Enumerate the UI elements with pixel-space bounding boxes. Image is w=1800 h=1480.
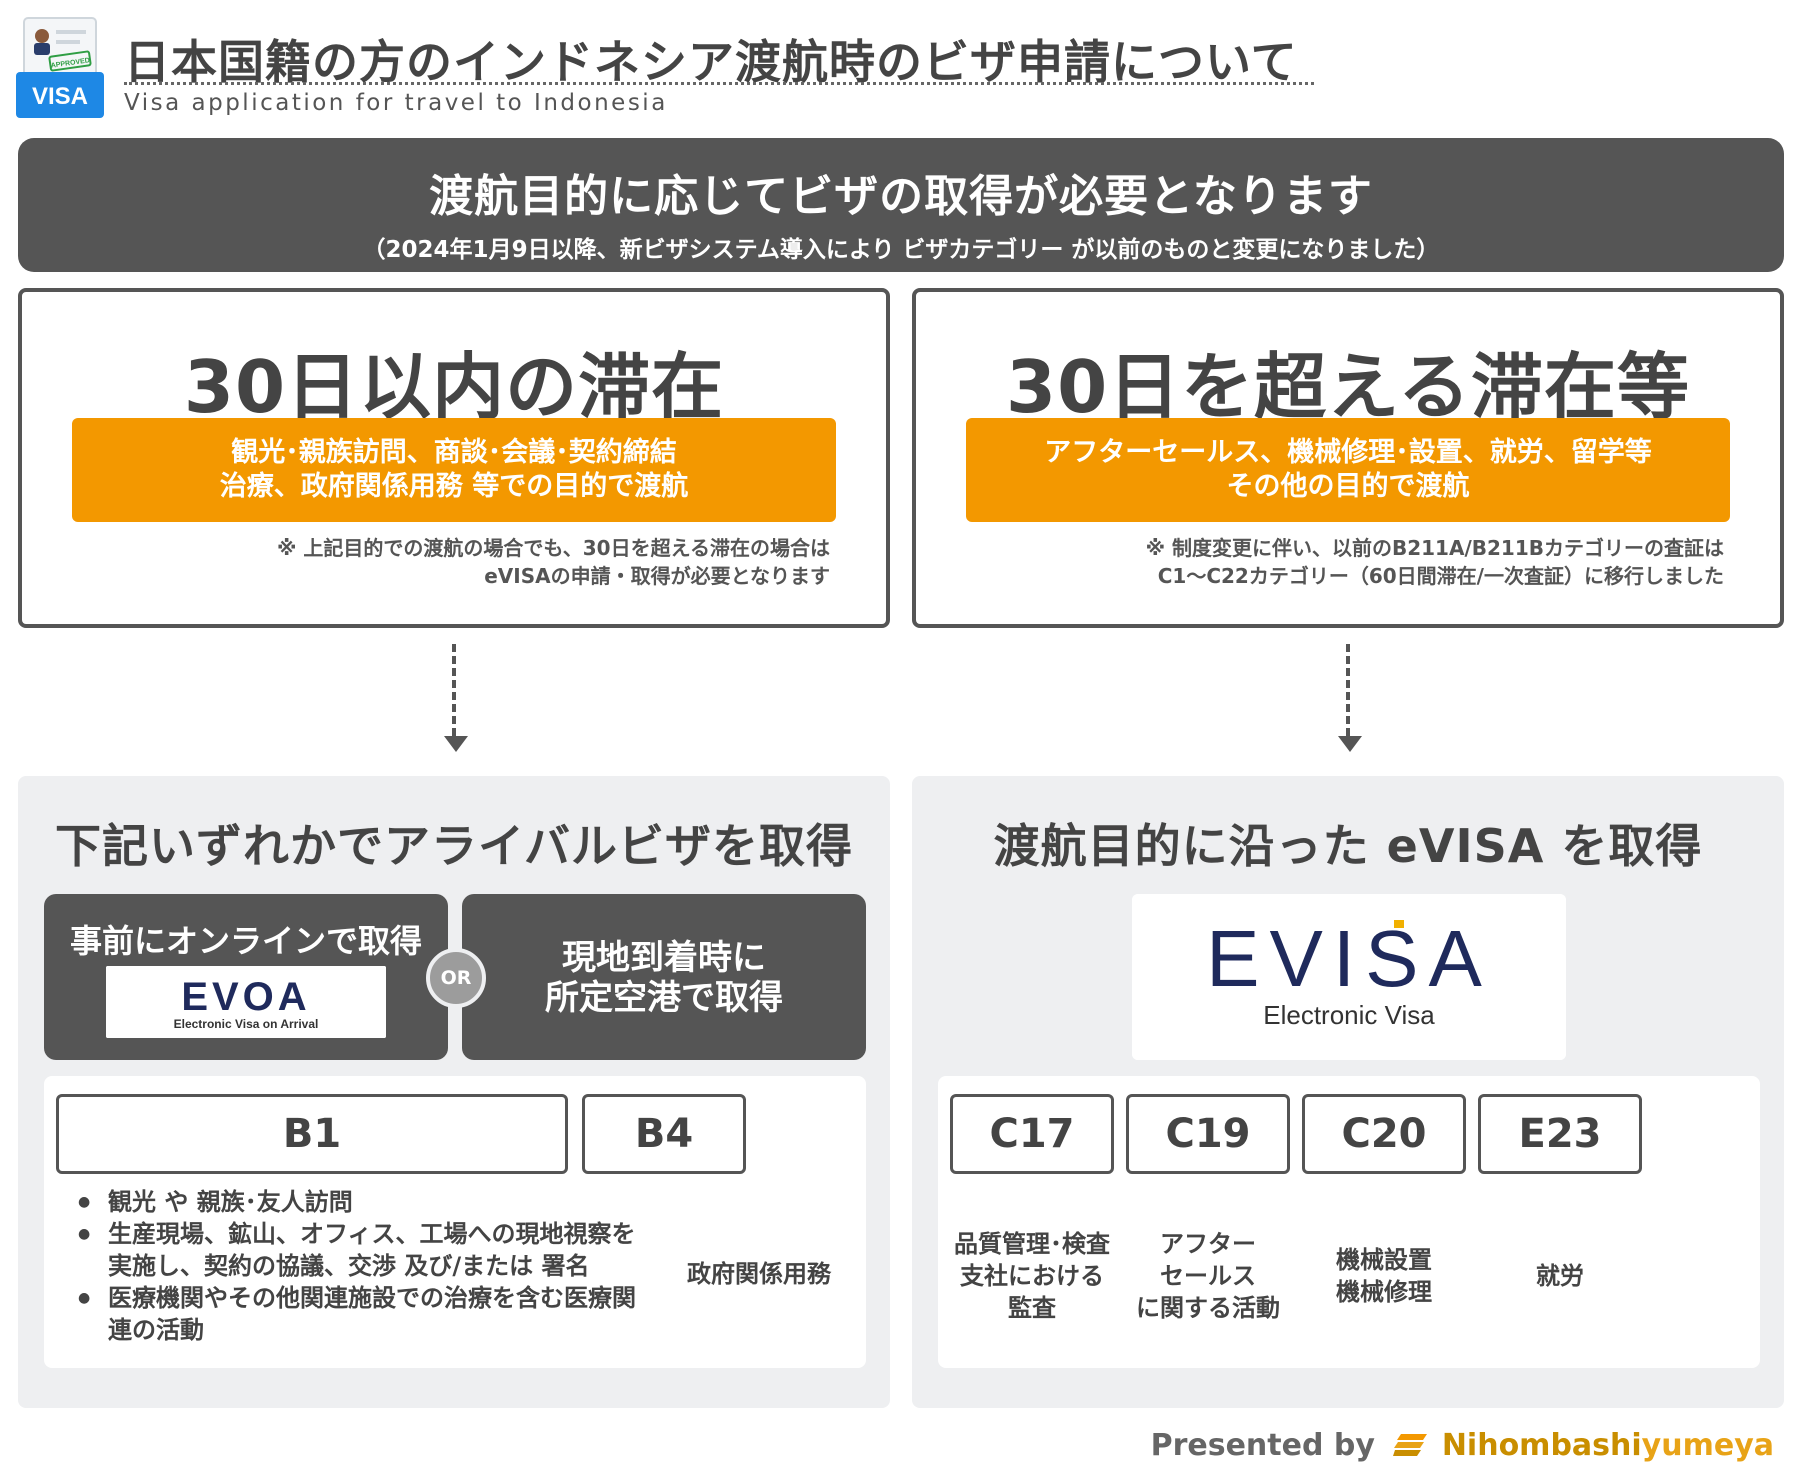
banner-subtext: （2024年1月9日以降、新ビザシステム導入により ビザカテゴリー が以前のもの… xyxy=(362,237,1440,263)
airport-option-line1: 現地到着時に xyxy=(562,938,766,978)
online-option-title: 事前にオンラインで取得 xyxy=(69,922,422,960)
evoa-logo: EVOA Electronic Visa on Arrival xyxy=(106,966,386,1038)
short-stay-purpose-line1: 観光･親族訪問、商談･会議･契約締結 xyxy=(231,437,677,468)
short-stay-box: 30日以内の滞在 観光･親族訪問、商談･会議･契約締結 治療、政府関係用務 等で… xyxy=(18,288,890,628)
brand-name-part2: yumeya xyxy=(1641,1428,1774,1463)
short-stay-note-line1: ※ 上記目的での渡航の場合でも、30日を超える滞在の場合は xyxy=(276,536,830,560)
down-arrow-icon xyxy=(1338,644,1362,760)
evisa-categories: C17 C19 C20 E23 品質管理･検査 支社における 監査 アフター セ… xyxy=(938,1076,1760,1368)
b1-purpose-list: 観光 や 親族･友人訪問 生産現場、鉱山、オフィス、工場への現地視察を実施し、契… xyxy=(74,1186,654,1346)
c19-purpose: アフター セールス に関する活動 xyxy=(1136,1230,1280,1322)
long-stay-purpose-line2: その他の目的で渡航 xyxy=(1226,471,1470,502)
list-item: 生産現場、鉱山、オフィス、工場への現地視察を実施し、契約の協議、交渉 及び/また… xyxy=(74,1218,654,1282)
page-header: APPROVED VISA 日本国籍の方のインドネシア渡航時のビザ申請について … xyxy=(16,12,1314,122)
down-arrow-icon xyxy=(444,644,468,760)
visa-document-icon: APPROVED VISA xyxy=(16,17,104,118)
long-stay-note: ※ 制度変更に伴い、以前のB211A/B211Bカテゴリーの査証は C1〜C22… xyxy=(1146,534,1724,590)
brand-name-part1: Nihombashi xyxy=(1441,1428,1642,1463)
evoa-logo-caption: Electronic Visa on Arrival xyxy=(174,1017,319,1031)
page-title: 日本国籍の方のインドネシア渡航時のビザ申請について xyxy=(124,35,1298,89)
category-c20: C20 xyxy=(1302,1094,1466,1174)
long-stay-note-line2: C1〜C22カテゴリー（60日間滞在/一次査証）に移行しました xyxy=(1157,564,1724,588)
visa-badge-text: VISA xyxy=(32,83,88,110)
c17-purpose: 品質管理･検査 支社における 監査 xyxy=(954,1230,1110,1322)
arrival-visa-categories: B1 B4 観光 や 親族･友人訪問 生産現場、鉱山、オフィス、工場への現地視察… xyxy=(44,1076,866,1368)
c20-purpose: 機械設置 機械修理 xyxy=(1336,1246,1432,1306)
title-divider xyxy=(124,82,1314,85)
long-stay-title: 30日を超える滞在等 xyxy=(1005,345,1691,429)
evisa-logo-text: EVISA xyxy=(1206,914,1492,1003)
or-badge: OR xyxy=(426,948,486,1008)
long-stay-purpose-line1: アフターセールス、機械修理･設置、就労、留学等 xyxy=(1044,437,1652,468)
evoa-logo-text: EVOA xyxy=(181,975,310,1019)
airport-arrival-option: 現地到着時に 所定空港で取得 xyxy=(462,894,866,1060)
category-b1: B1 xyxy=(56,1094,568,1174)
long-stay-box: 30日を超える滞在等 アフターセールス、機械修理･設置、就労、留学等 その他の目… xyxy=(912,288,1784,628)
category-c19: C19 xyxy=(1126,1094,1290,1174)
presented-by-label: Presented by xyxy=(1150,1428,1375,1463)
page-subtitle: Visa application for travel to Indonesia xyxy=(124,90,668,116)
short-stay-note-line2: eVISAの申請・取得が必要となります xyxy=(484,564,830,588)
long-stay-note-line1: ※ 制度変更に伴い、以前のB211A/B211Bカテゴリーの査証は xyxy=(1145,536,1724,560)
evisa-logo-caption: Electronic Visa xyxy=(1263,1000,1435,1030)
arrival-visa-title: 下記いずれかでアライバルビザを取得 xyxy=(54,819,854,873)
list-item: 医療機関やその他関連施設での治療を含む医療関連の活動 xyxy=(74,1282,654,1346)
main-banner: 渡航目的に応じてビザの取得が必要となります （2024年1月9日以降、新ビザシス… xyxy=(18,138,1784,272)
b4-purpose: 政府関係用務 xyxy=(687,1260,831,1288)
evisa-panel: 渡航目的に沿った eVISA を取得 EVISA Electronic Visa… xyxy=(912,776,1784,1408)
category-c17: C17 xyxy=(950,1094,1114,1174)
airport-option-text: 現地到着時に 所定空港で取得 xyxy=(462,938,866,1018)
airport-option-line2: 所定空港で取得 xyxy=(545,978,783,1018)
online-evoa-option: 事前にオンラインで取得 EVOA Electronic Visa on Arri… xyxy=(44,894,448,1060)
category-e23: E23 xyxy=(1478,1094,1642,1174)
long-stay-purposes: アフターセールス、機械修理･設置、就労、留学等 その他の目的で渡航 xyxy=(966,418,1730,522)
brand-logo-icon xyxy=(1393,1434,1428,1456)
short-stay-title: 30日以内の滞在 xyxy=(183,345,725,429)
list-item: 観光 や 親族･友人訪問 xyxy=(74,1186,654,1218)
evisa-title: 渡航目的に沿った eVISA を取得 xyxy=(993,819,1703,873)
footer-credit: Presented by Nihombashiyumeya xyxy=(1151,1428,1774,1463)
e23-purpose: 就労 xyxy=(1536,1262,1584,1290)
short-stay-note: ※ 上記目的での渡航の場合でも、30日を超える滞在の場合は eVISAの申請・取… xyxy=(277,534,830,590)
arrival-visa-panel: 下記いずれかでアライバルビザを取得 事前にオンラインで取得 EVOA Elect… xyxy=(18,776,890,1408)
banner-headline: 渡航目的に応じてビザの取得が必要となります xyxy=(429,171,1373,222)
category-b4: B4 xyxy=(582,1094,746,1174)
short-stay-purposes: 観光･親族訪問、商談･会議･契約締結 治療、政府関係用務 等での目的で渡航 xyxy=(72,418,836,522)
short-stay-purpose-line2: 治療、政府関係用務 等での目的で渡航 xyxy=(219,471,689,502)
evisa-logo: EVISA Electronic Visa xyxy=(1132,894,1566,1060)
